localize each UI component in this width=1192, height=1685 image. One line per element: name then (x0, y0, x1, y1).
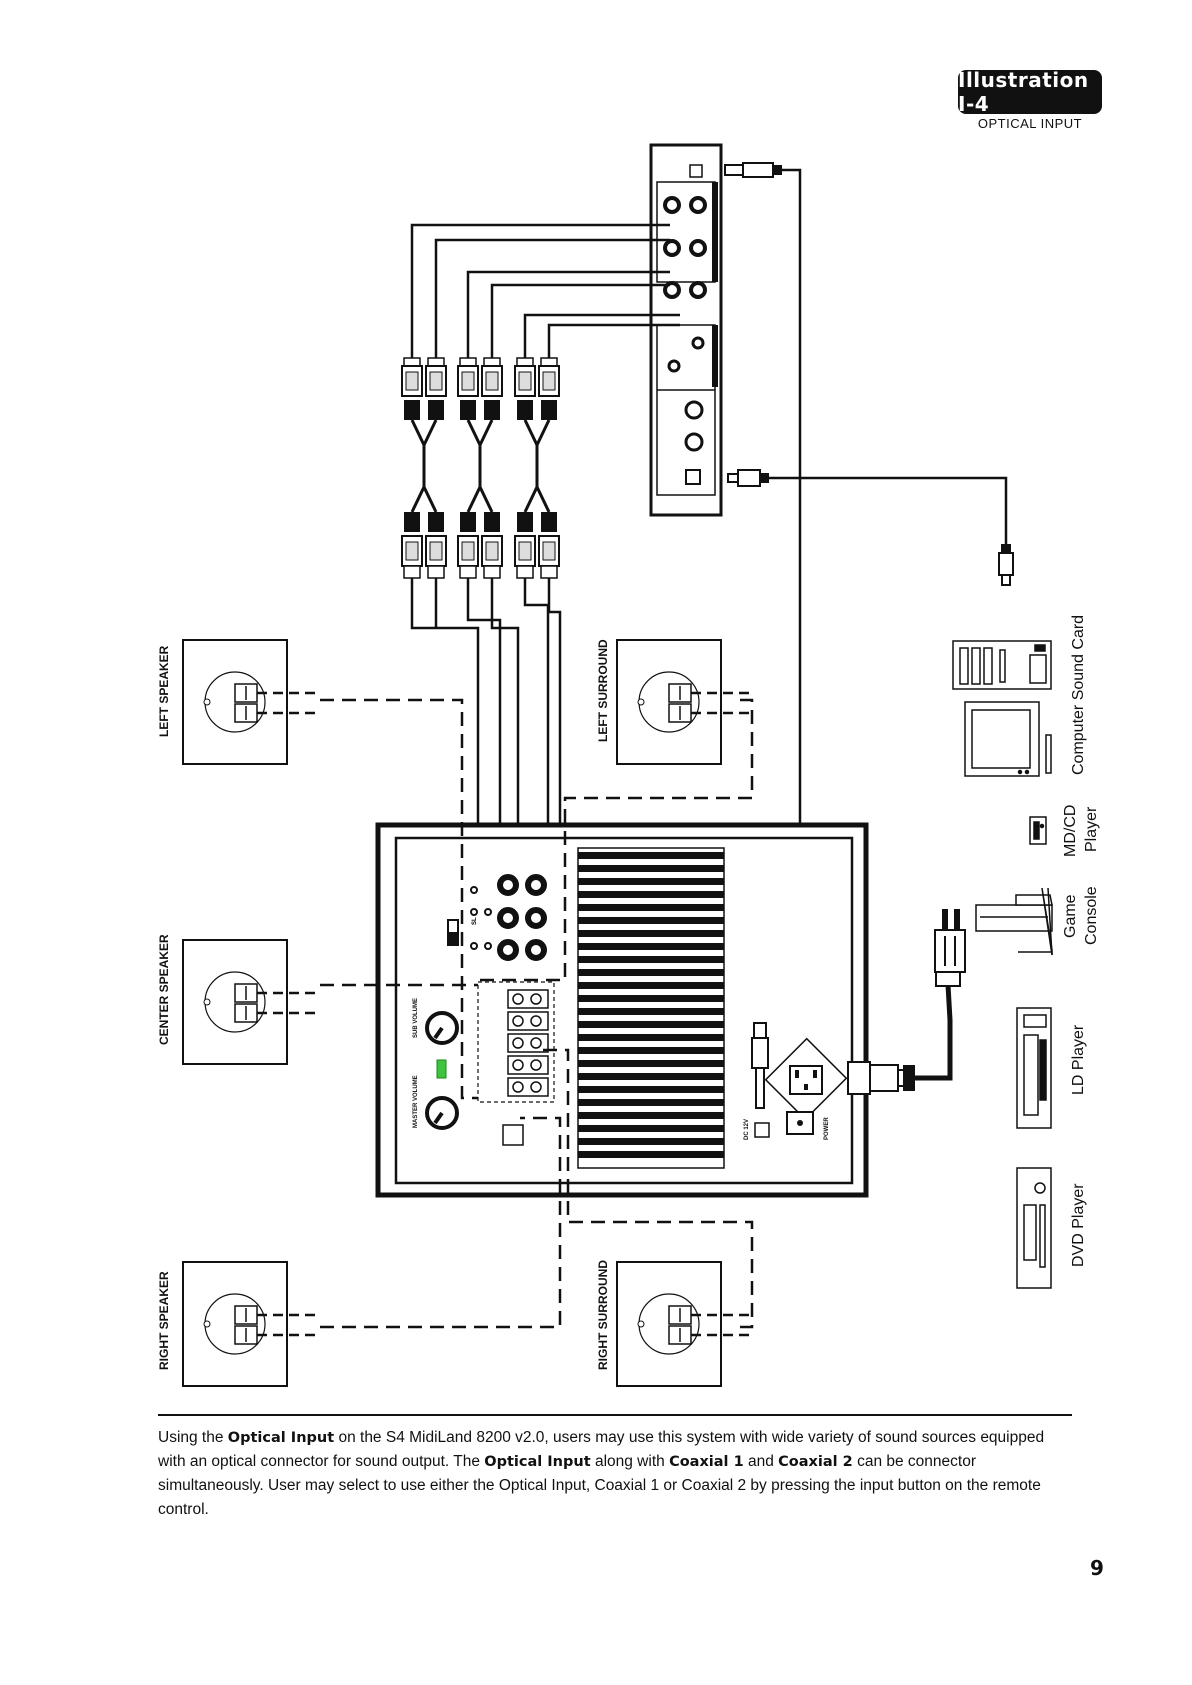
caption-segment: Using the (158, 1429, 228, 1446)
left-speaker-label: LEFT SPEAKER (157, 645, 171, 737)
caption-emphasis: Coaxial 2 (778, 1454, 853, 1470)
computer-sound-card-label: Computer Sound Card (1070, 615, 1087, 775)
center-speaker-label: CENTER SPEAKER (157, 934, 171, 1045)
speaker-terminals (477, 981, 555, 1103)
decoder-unit (649, 143, 723, 517)
caption-emphasis: Coaxial 1 (669, 1454, 744, 1470)
center-speaker-box (182, 939, 320, 1065)
label-sl: SL (472, 917, 478, 925)
power-led (436, 1059, 447, 1079)
computer-icon (952, 640, 1052, 777)
master-volume-label: MASTER VOLUME (413, 1075, 419, 1128)
caption-segment: on the S4 MidiLand 8200 v2.0, users may … (158, 1429, 1045, 1470)
right-surround-box (616, 1261, 754, 1387)
caption-segment: along with (590, 1453, 670, 1470)
heatsink-grille (577, 847, 725, 1169)
left-surround-box (616, 639, 754, 765)
caption-segment: and (743, 1453, 779, 1470)
md-cd-player-icon (1029, 816, 1047, 845)
power-label: POWER (824, 1117, 830, 1140)
mdcd-label-1: MD/CD (1062, 805, 1079, 857)
right-speaker-box (182, 1261, 320, 1387)
dvd-player-label: DVD Player (1070, 1183, 1087, 1267)
optical-cable-plug (727, 469, 769, 487)
game-console-icon (975, 887, 1053, 956)
caption-segment: can be connector simultaneously. User ma… (158, 1453, 1041, 1518)
ld-player-icon (1016, 1007, 1052, 1129)
ld-player-label: LD Player (1070, 1024, 1087, 1095)
right-surround-label: RIGHT SURROUND (596, 1260, 610, 1370)
left-surround-label: LEFT SURROUND (596, 639, 610, 742)
optical-cable-end (998, 544, 1014, 586)
caption-emphasis: Optical Input (484, 1454, 591, 1470)
page-number: 9 (1090, 1556, 1104, 1580)
master-volume-knob (425, 1096, 459, 1130)
rca-cables (401, 357, 560, 579)
ac-cord-connector (847, 1061, 915, 1095)
illustration-subtitle: OPTICAL INPUT (977, 116, 1083, 131)
optical-port (685, 469, 701, 485)
power-inlet (754, 1037, 848, 1138)
subwoofer-panel: SL (375, 822, 915, 1198)
illustration-title: Illustration I-4 (958, 68, 1102, 116)
speaker-wires (320, 698, 754, 1329)
sub-volume-knob (425, 1011, 459, 1045)
right-speaker-label: RIGHT SPEAKER (157, 1271, 171, 1370)
left-speaker-box (182, 639, 320, 765)
mdcd-label-2: Player (1083, 806, 1100, 852)
dc-label: DC 12V (744, 1119, 750, 1140)
ac-wall-plug (934, 909, 966, 987)
caption-emphasis: Optical Input (227, 1430, 335, 1446)
decoder-power-plug (724, 162, 782, 178)
sub-volume-label: SUB VOLUME (413, 998, 419, 1038)
game-label-2: Console (1083, 886, 1100, 945)
connection-diagram: SL (157, 143, 1100, 1387)
caption-text: Using the Optical Input on the S4 MidiLa… (158, 1426, 1072, 1522)
subwoofer-input-jacks (497, 874, 547, 961)
dvd-player-icon (1016, 1167, 1052, 1289)
caption-divider (158, 1414, 1072, 1416)
game-label-1: Game (1062, 894, 1079, 938)
decoder-output-jacks (663, 196, 707, 299)
